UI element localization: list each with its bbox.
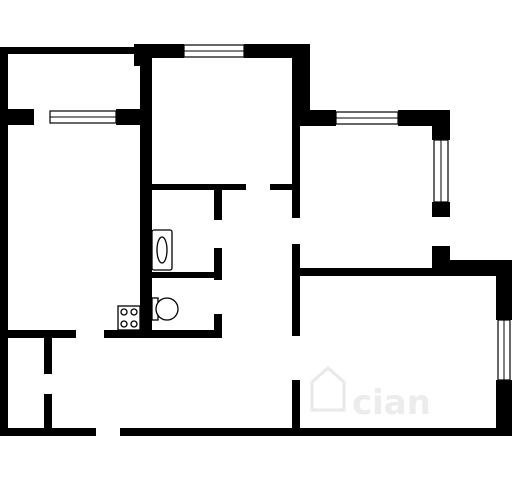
watermark-text: cian [352,383,431,423]
wall-kitchen-top-a [0,109,34,125]
watermark: cian [310,366,431,423]
wall-closet-b [44,394,52,430]
stove-icon [117,305,141,331]
window-right-room-side [433,139,449,203]
wall-right-side-b [432,202,450,217]
wall-left [0,47,8,435]
wall-center-right-outer [292,44,310,126]
wall-kitchen-right [140,58,152,338]
exterior-walls [0,44,512,436]
fixtures [117,229,179,331]
windows [49,44,511,381]
wall-right-top-a [292,110,336,126]
window-kitchen [49,110,117,124]
interior-walls [8,58,446,430]
wall-corridor-right-c [292,380,300,430]
cian-house-logo-icon [310,366,346,412]
wall-kitchen-bottom [104,330,222,338]
wall-bath-right-b [214,248,222,280]
wall-far-right-a [496,260,512,320]
bathtub-icon [151,229,173,271]
window-bottom-right-room [497,319,511,381]
wall-right-rooms-divider [296,268,446,276]
window-center-room [183,44,245,58]
wall-bath-right-a [214,184,222,220]
wall-right-side-a [432,110,450,140]
wall-corridor-right-b [292,244,300,336]
wall-bath-wc-divider [150,272,220,278]
wall-corridor-right-a [292,126,300,218]
wall-center-bottom-a [150,184,246,190]
toilet-icon [151,297,179,321]
wall-center-bottom-b [270,184,294,190]
window-right-room-top [335,111,399,125]
wall-center-top-a [134,44,184,58]
wall-wc-right [214,314,222,338]
wall-far-right-b [496,380,512,436]
wall-top-left [0,47,139,54]
wall-step-horizontal [432,260,512,276]
wall-entry-bottom [8,330,76,338]
wall-bottom-right [120,428,512,436]
wall-bottom-left [0,428,96,436]
wall-closet-a [44,336,52,374]
